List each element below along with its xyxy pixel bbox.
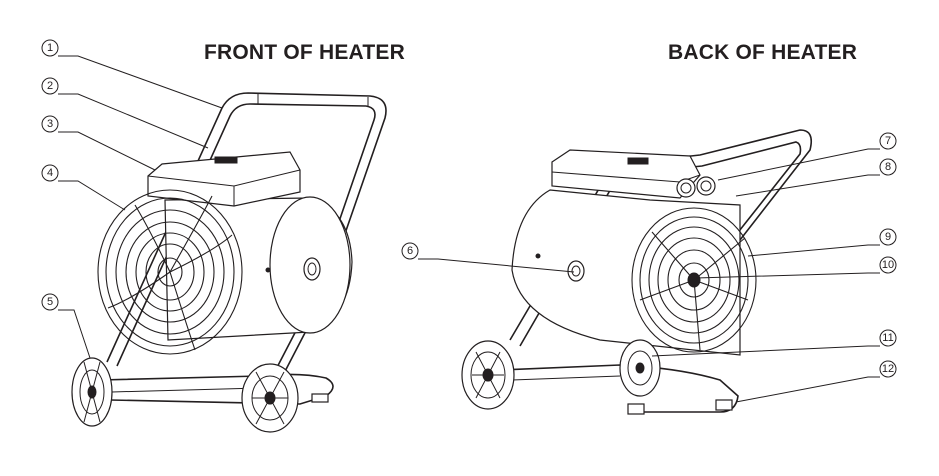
- callout-2: 2: [41, 77, 59, 95]
- front-handle-frame-inner: [116, 103, 376, 405]
- callout-label: 10: [882, 259, 894, 271]
- callout-label: 9: [885, 231, 891, 243]
- callout-9: 9: [879, 228, 897, 246]
- callout-label: 4: [47, 167, 53, 179]
- back-right-wheel: [619, 339, 661, 397]
- callout-label: 11: [882, 332, 893, 344]
- callout-4: 4: [41, 164, 59, 182]
- back-base-bar: [499, 364, 739, 413]
- callout-label: 6: [407, 245, 413, 257]
- callout-6: 6: [401, 242, 419, 260]
- back-heater-illustration: [461, 129, 813, 415]
- front-right-wheel: [241, 363, 299, 433]
- callout-label: 8: [885, 161, 891, 173]
- callout-10: 10: [879, 256, 897, 274]
- callout-label: 1: [47, 42, 53, 54]
- front-of-heater-title: FRONT OF HEATER: [204, 41, 405, 64]
- callout-label: 2: [47, 80, 53, 92]
- back-heater-cylinder: [511, 189, 741, 356]
- callout-label: 3: [47, 118, 53, 130]
- callout-label: 12: [882, 363, 894, 375]
- back-grill: [631, 207, 757, 353]
- callout-leader-lines: [58, 55, 880, 403]
- callout-3: 3: [41, 115, 59, 133]
- callout-1: 1: [41, 39, 59, 57]
- back-left-wheel: [461, 340, 515, 410]
- callout-label: 7: [885, 135, 891, 147]
- back-of-heater-title: BACK OF HEATER: [668, 41, 858, 64]
- callout-8: 8: [879, 158, 897, 176]
- front-grill: [97, 189, 243, 355]
- front-heater-illustration: [71, 92, 387, 433]
- front-handle-frame: [106, 92, 387, 409]
- callout-7: 7: [879, 132, 897, 150]
- callout-label: 5: [47, 296, 53, 308]
- callout-5: 5: [41, 293, 59, 311]
- callout-12: 12: [879, 360, 897, 378]
- front-left-wheel: [71, 357, 113, 427]
- callout-11: 11: [879, 329, 897, 347]
